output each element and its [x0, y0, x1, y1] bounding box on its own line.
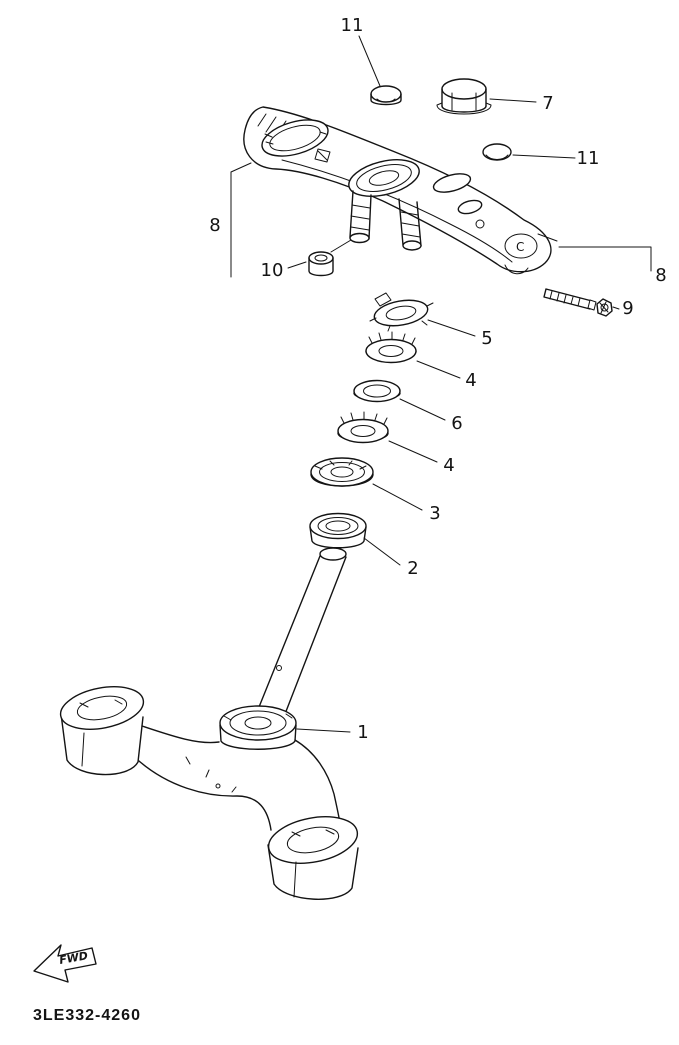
- callout-9: 9: [622, 298, 633, 319]
- steering-stem: [256, 547, 347, 715]
- steering-nut-part-7: [436, 78, 492, 115]
- left-fork-holder: [59, 686, 145, 776]
- callout-8-left: 8: [209, 215, 220, 236]
- leader-line-10: [287, 261, 307, 269]
- callout-11-right: 11: [577, 148, 600, 169]
- pinch-bolt-part-9: [543, 288, 613, 317]
- callout-4-lower: 4: [443, 455, 454, 476]
- callout-11-left: 11: [341, 15, 364, 36]
- leader-line-1: [296, 728, 351, 733]
- callout-3: 3: [429, 503, 440, 524]
- clamp-stamp-text: C: [516, 240, 524, 254]
- right-fork-holder: [267, 816, 359, 900]
- leader-line-4-upper: [416, 360, 461, 379]
- cap-part-11-left: [370, 85, 402, 106]
- callout-5: 5: [481, 328, 492, 349]
- upper-triple-clamp: C: [243, 106, 558, 275]
- leader-line-6: [399, 398, 446, 421]
- leader-line-2: [363, 537, 401, 566]
- callout-7: 7: [542, 93, 553, 114]
- lower-bearing-race-part-2: [309, 512, 367, 549]
- part-code: 3LE332-4260: [33, 1007, 141, 1024]
- leader-line-4-lower: [388, 440, 438, 463]
- callout-labels: 11 7 11 8 10 8 9 5 4 6 4 3 2 1: [209, 15, 666, 743]
- lock-washer-part-5: [369, 292, 434, 332]
- fwd-arrow: FWD: [33, 944, 97, 983]
- washer-part-6: [353, 379, 401, 403]
- leader-line-8-right: [558, 246, 652, 272]
- stem-bearing-part-1: [219, 705, 297, 750]
- leader-lines: [230, 35, 652, 733]
- cap-part-11-right: [482, 143, 512, 161]
- callout-2: 2: [407, 558, 418, 579]
- callout-8-right: 8: [655, 265, 666, 286]
- leader-line-9: [612, 306, 620, 310]
- stem-stud-left: [349, 190, 372, 244]
- upper-bearing-part-3: [310, 457, 374, 487]
- callout-10: 10: [261, 260, 284, 281]
- fwd-label: FWD: [58, 949, 89, 967]
- leader-line-8-left: [230, 162, 252, 278]
- callout-4-upper: 4: [465, 370, 476, 391]
- stem-stud-right: [398, 198, 422, 251]
- ring-nut-part-4-upper: [365, 331, 417, 364]
- callout-1: 1: [357, 722, 368, 743]
- leader-line-11-right: [512, 154, 576, 159]
- leader-line-5: [427, 319, 476, 337]
- lower-triple-clamp: [59, 686, 359, 900]
- dust-cap-part-10: [308, 239, 352, 277]
- leader-line-11-left: [358, 35, 381, 87]
- leader-line-7: [489, 98, 537, 103]
- callout-6: 6: [451, 413, 462, 434]
- ring-nut-part-4-lower: [337, 411, 389, 444]
- leader-line-3: [372, 483, 423, 511]
